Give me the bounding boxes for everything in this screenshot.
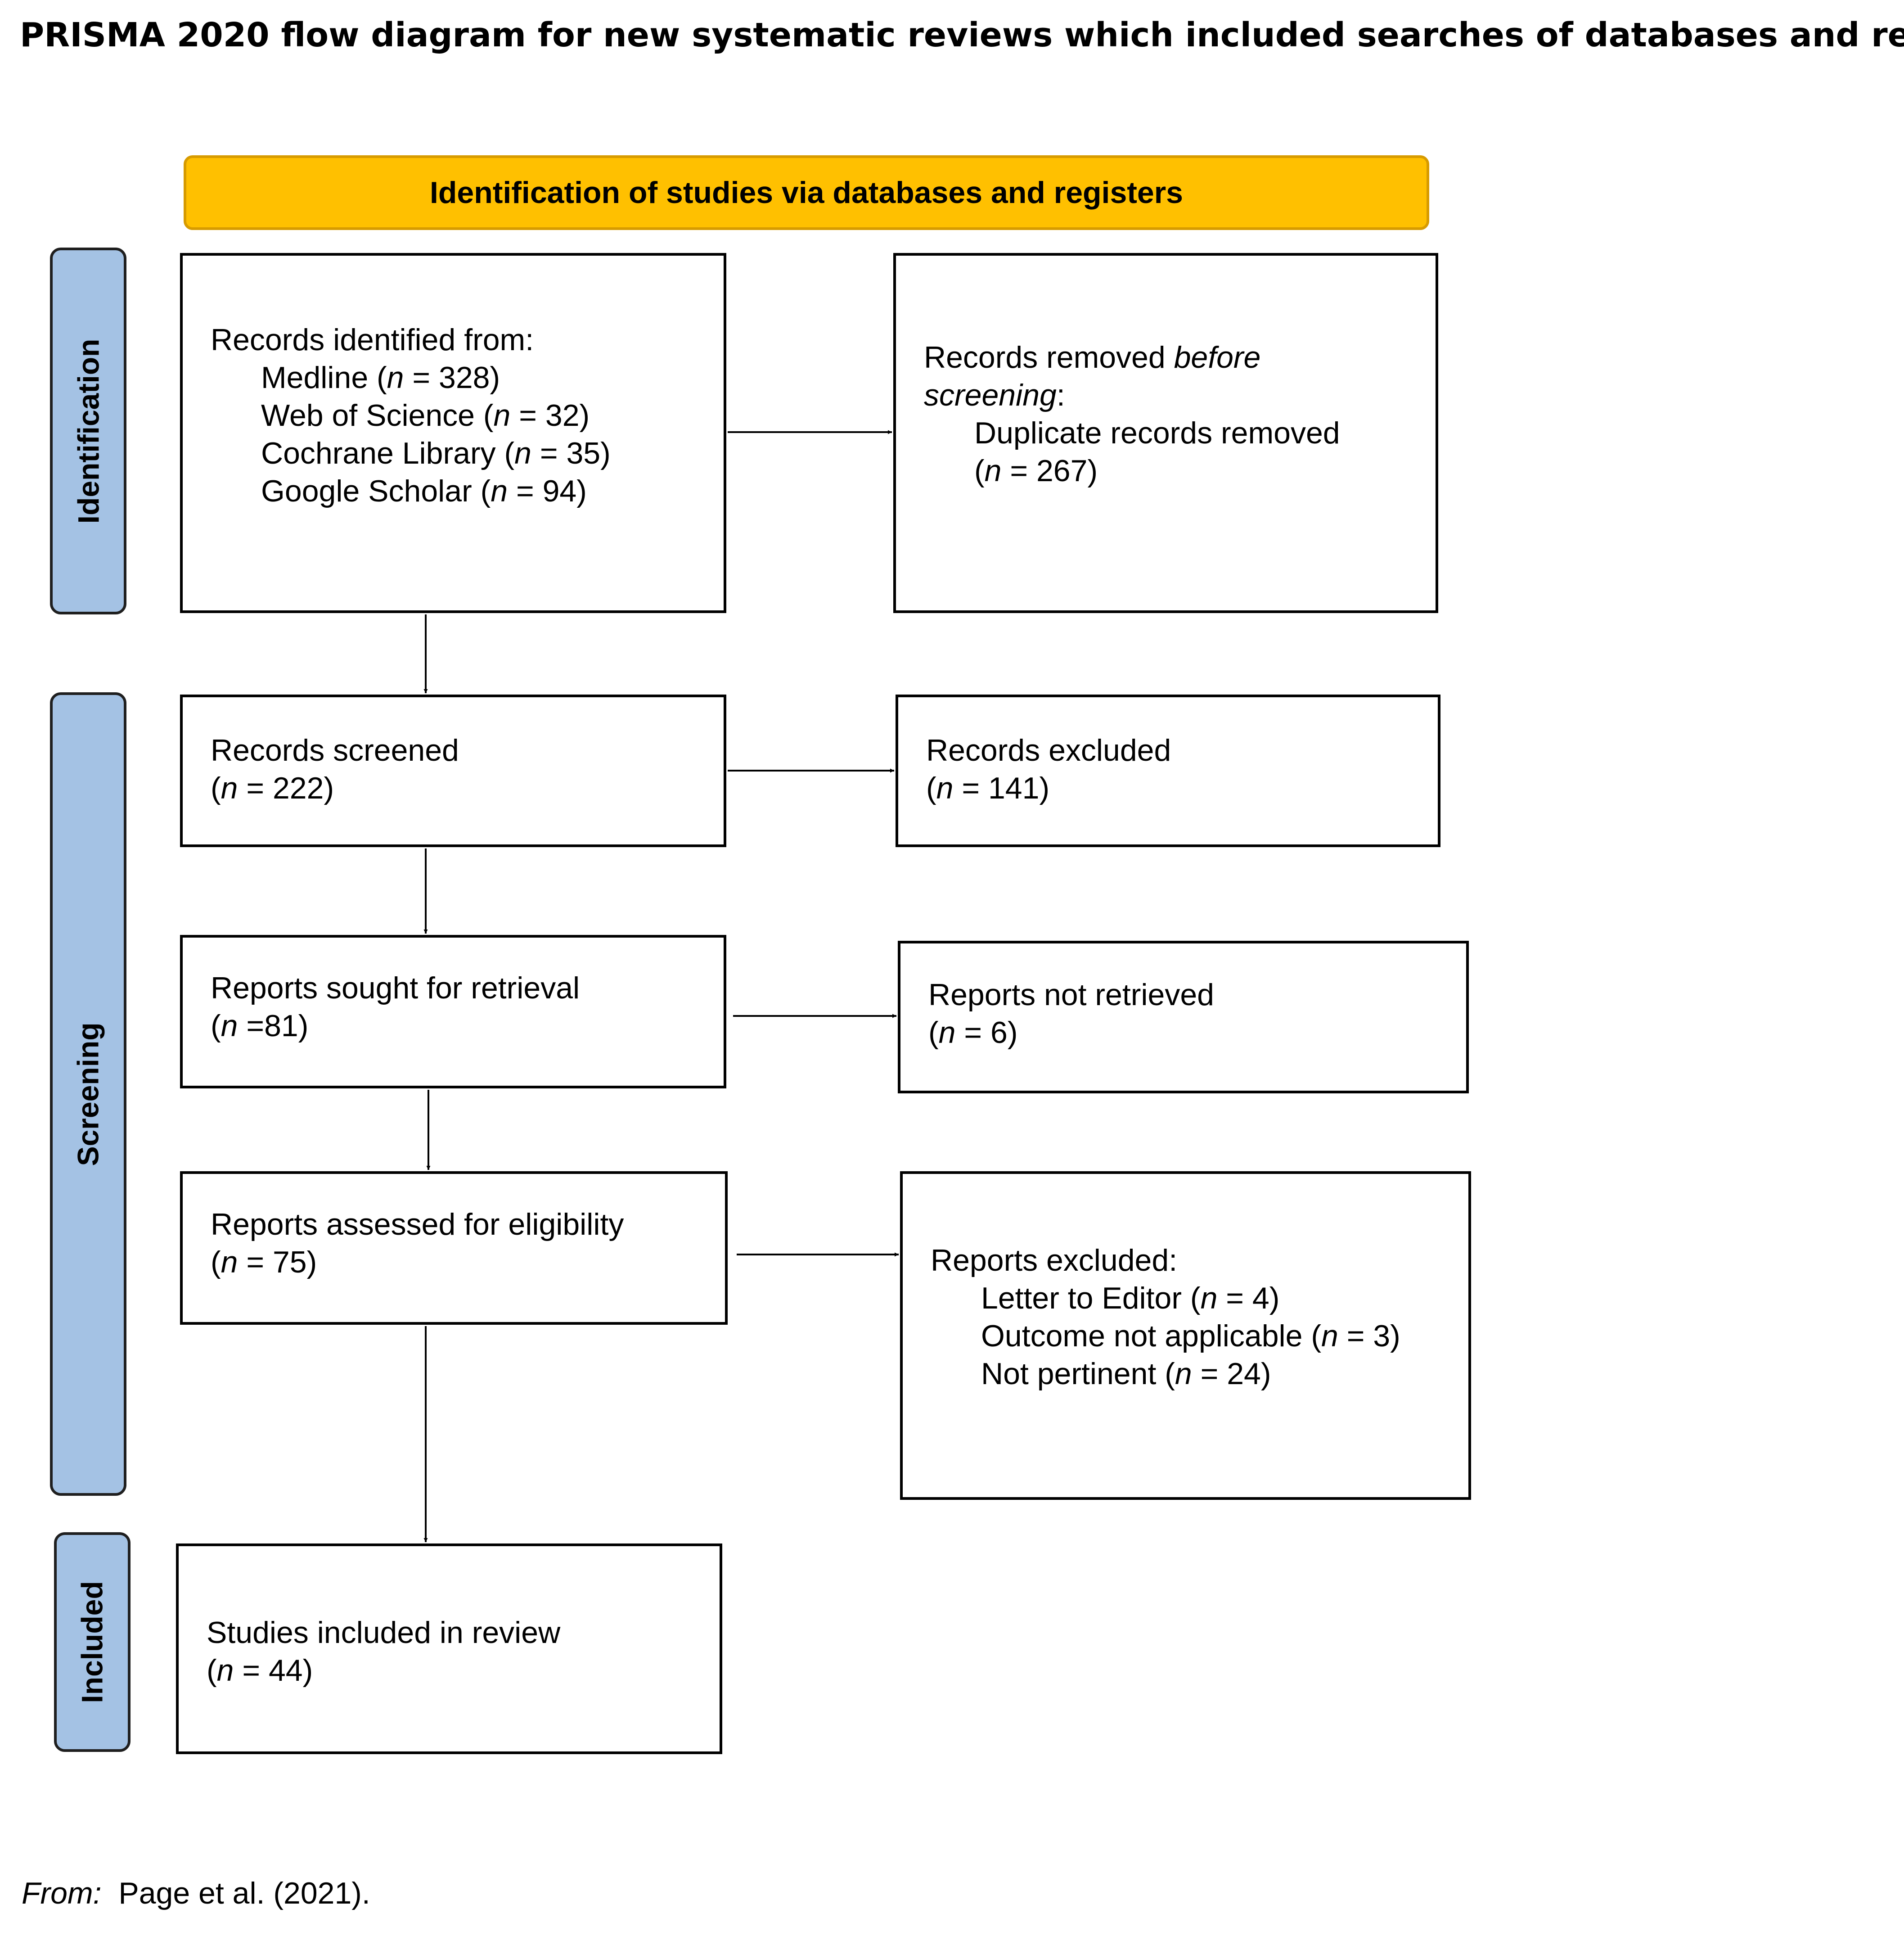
- exclusion-reason: Not pertinent (n = 24): [981, 1357, 1271, 1391]
- studies-included-box: Studies included in review (n = 44): [176, 1543, 722, 1754]
- reports-not-retrieved-label: Reports not retrieved: [928, 978, 1214, 1012]
- records-screened-count: (n = 222): [211, 771, 334, 805]
- source-row: Medline (n = 328): [261, 361, 500, 395]
- reports-excluded-heading: Reports excluded:: [931, 1243, 1178, 1277]
- reports-not-retrieved-count: (n = 6): [928, 1015, 1018, 1050]
- records-excluded-count: (n = 141): [926, 771, 1050, 805]
- duplicate-records-count: (n = 267): [974, 454, 1098, 488]
- records-identified-box: Records identified from: Medline (n = 32…: [180, 253, 726, 613]
- source-row: Web of Science (n = 32): [261, 398, 590, 433]
- records-screened-label: Records screened: [211, 733, 459, 767]
- reports-assessed-box: Reports assessed for eligibility (n = 75…: [180, 1171, 728, 1325]
- identification-header: Identification of studies via databases …: [184, 155, 1429, 230]
- source-row: Cochrane Library (n = 35): [261, 436, 611, 470]
- records-excluded-box: Records excluded (n = 141): [896, 695, 1440, 847]
- header-label: Identification of studies via databases …: [429, 176, 1184, 210]
- phase-included: Included: [54, 1532, 131, 1752]
- records-identified-heading: Records identified from:: [211, 323, 534, 357]
- records-removed-heading-2: screening:: [924, 378, 1065, 412]
- reports-sought-count: (n =81): [211, 1009, 309, 1043]
- reports-assessed-label: Reports assessed for eligibility: [211, 1207, 624, 1241]
- reports-assessed-count: (n = 75): [211, 1245, 317, 1279]
- phase-screening: Screening: [50, 692, 126, 1496]
- reports-excluded-box: Reports excluded: Letter to Editor (n = …: [900, 1171, 1471, 1500]
- citation-text: Page et al. (2021).: [118, 1876, 370, 1910]
- reports-sought-box: Reports sought for retrieval (n =81): [180, 935, 726, 1088]
- reports-sought-label: Reports sought for retrieval: [211, 971, 580, 1005]
- reports-not-retrieved-box: Reports not retrieved (n = 6): [898, 941, 1469, 1093]
- exclusion-reason: Letter to Editor (n = 4): [981, 1281, 1280, 1315]
- citation-footer: From: Page et al. (2021).: [22, 1872, 370, 1915]
- duplicate-records-label: Duplicate records removed: [974, 416, 1340, 450]
- records-removed-box: Records removed before screening: Duplic…: [893, 253, 1438, 613]
- studies-included-label: Studies included in review: [207, 1616, 561, 1650]
- studies-included-count: (n = 44): [207, 1653, 313, 1688]
- records-screened-box: Records screened (n = 222): [180, 695, 726, 847]
- source-row: Google Scholar (n = 94): [261, 474, 587, 508]
- records-excluded-label: Records excluded: [926, 733, 1171, 767]
- records-removed-heading: Records removed before: [924, 340, 1261, 375]
- exclusion-reason: Outcome not applicable (n = 3): [981, 1319, 1400, 1353]
- citation-from: From:: [22, 1876, 102, 1910]
- phase-identification: Identification: [50, 248, 126, 614]
- diagram-title: PRISMA 2020 flow diagram for new systema…: [20, 16, 1904, 54]
